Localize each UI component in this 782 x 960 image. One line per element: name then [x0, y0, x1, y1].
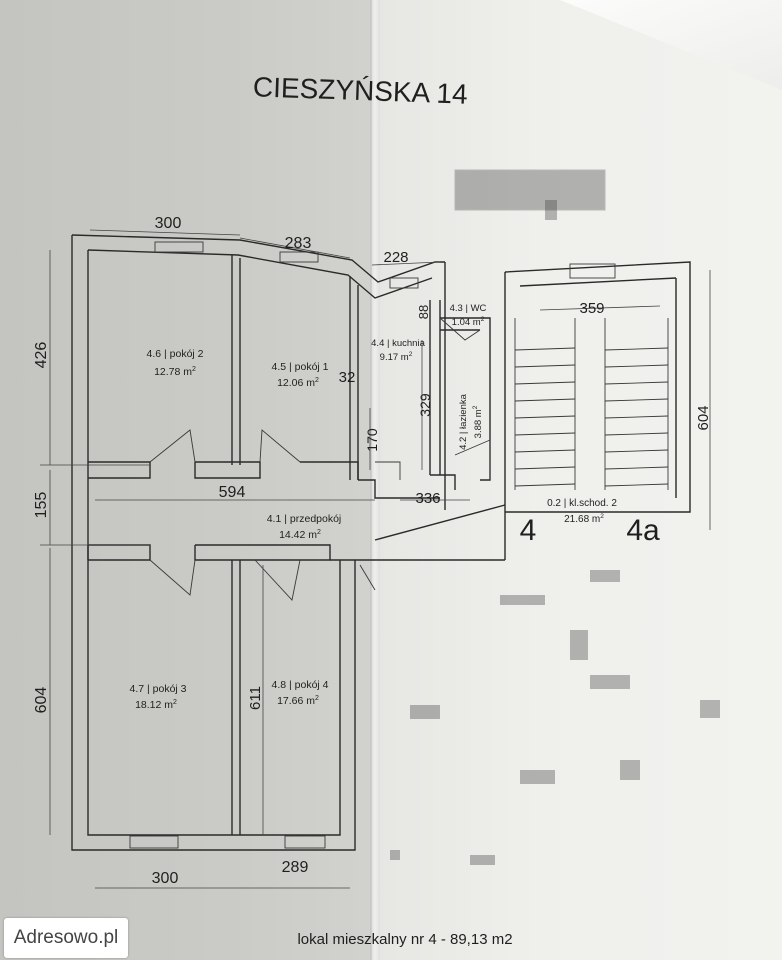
dim-left-upper: 426 [33, 342, 50, 369]
room-label-4-7: 4.7 | pokój 3 18.12 m2 [129, 683, 186, 711]
dim-bottom-room3: 300 [152, 870, 179, 887]
stair-step [514, 466, 576, 470]
paper-right-page [372, 0, 782, 960]
room-label-4-4: 4.4 | kuchnia 9.17 m2 [371, 338, 425, 363]
svg-text:14.42 m2: 14.42 m2 [279, 529, 321, 541]
dim-bath-depth: 329 [417, 393, 433, 417]
room-label-4-6: 4.6 | pokój 2 12.78 m2 [146, 348, 203, 378]
room-label-4-3: 4.3 | WC 1.04 m2 [450, 303, 487, 328]
dim-right-stair: 604 [695, 405, 712, 430]
svg-text:3.88 m2: 3.88 m2 [472, 405, 484, 438]
stair-step [604, 483, 669, 487]
bleed-through-marks [390, 169, 720, 865]
outer-walls [71, 234, 691, 851]
stair-step [514, 398, 576, 402]
dim-wc-depth: 88 [416, 305, 431, 319]
dim-left-lower: 604 [33, 687, 50, 714]
dim-top-kitchen: 228 [383, 249, 408, 266]
dim-kitchen-wall: 32 [339, 369, 356, 386]
svg-text:4.3 | WC: 4.3 | WC [450, 303, 487, 314]
room-label-0-2: 0.2 | kl.schod. 2 21.68 m2 [547, 498, 617, 525]
paper-left-page [0, 0, 380, 960]
stair-step [514, 381, 576, 385]
dim-kitchen-depth: 170 [364, 428, 380, 452]
room-label-4-8: 4.8 | pokój 4 17.66 m2 [271, 679, 328, 707]
dim-stair-width: 359 [579, 300, 604, 317]
dim-hall-length: 594 [219, 484, 246, 501]
svg-text:4.8 | pokój 4: 4.8 | pokój 4 [271, 679, 328, 691]
stair-step [604, 364, 669, 368]
stair-step [514, 415, 576, 419]
stair-step [604, 398, 669, 402]
room-label-4-2: 4.2 | łazienka 3.88 m2 [458, 393, 484, 450]
svg-text:0.2 | kl.schod. 2: 0.2 | kl.schod. 2 [547, 498, 617, 509]
stair-step [604, 347, 669, 351]
room-label-4-1: 4.1 | przedpokój 14.42 m2 [267, 513, 342, 541]
unit-marker-4a: 4a [626, 514, 660, 547]
svg-text:4.7 | pokój 3: 4.7 | pokój 3 [129, 683, 186, 695]
stair-step [604, 466, 669, 470]
plan-footer: lokal mieszkalny nr 4 - 89,13 m2 [297, 931, 512, 948]
svg-text:4.6 | pokój 2: 4.6 | pokój 2 [146, 348, 203, 360]
dim-bottom-room4: 289 [282, 859, 309, 876]
svg-text:12.06 m2: 12.06 m2 [277, 377, 319, 389]
svg-text:4.5 | pokój 1: 4.5 | pokój 1 [271, 361, 328, 373]
svg-text:4.1 | przedpokój: 4.1 | przedpokój [267, 513, 342, 525]
svg-text:9.17 m2: 9.17 m2 [380, 351, 413, 363]
room-label-4-5: 4.5 | pokój 1 12.06 m2 [271, 361, 328, 389]
svg-text:4.2 | łazienka: 4.2 | łazienka [458, 393, 469, 450]
svg-text:1.04 m2: 1.04 m2 [452, 316, 485, 328]
staircase [514, 318, 669, 490]
stair-step [604, 432, 669, 436]
plan-title: CIESZYŃSKA 14 [252, 71, 468, 109]
interior-walls [87, 255, 506, 835]
dim-top-room2: 300 [155, 215, 182, 232]
windows [129, 241, 616, 849]
dim-left-hall: 155 [33, 492, 50, 519]
stair-step [514, 449, 576, 453]
dimension-lines [40, 229, 711, 889]
dim-top-room1: 283 [285, 235, 312, 252]
svg-text:17.66 m2: 17.66 m2 [277, 695, 319, 707]
svg-text:18.12 m2: 18.12 m2 [135, 699, 177, 711]
stair-step [604, 381, 669, 385]
stair-step [514, 432, 576, 436]
unit-marker-4: 4 [520, 514, 537, 547]
svg-text:12.78 m2: 12.78 m2 [154, 366, 196, 378]
dim-bath-width: 336 [415, 490, 440, 507]
stair-step [514, 347, 576, 351]
dim-room4-depth: 611 [247, 686, 264, 710]
watermark-logo: Adresowo.pl [4, 918, 128, 958]
svg-text:21.68 m2: 21.68 m2 [564, 513, 604, 525]
stair-step [604, 449, 669, 453]
svg-text:4.4 | kuchnia: 4.4 | kuchnia [371, 338, 425, 349]
stair-step [604, 415, 669, 419]
stair-step [514, 364, 576, 368]
door-swings [149, 317, 491, 601]
stair-step [514, 483, 576, 487]
